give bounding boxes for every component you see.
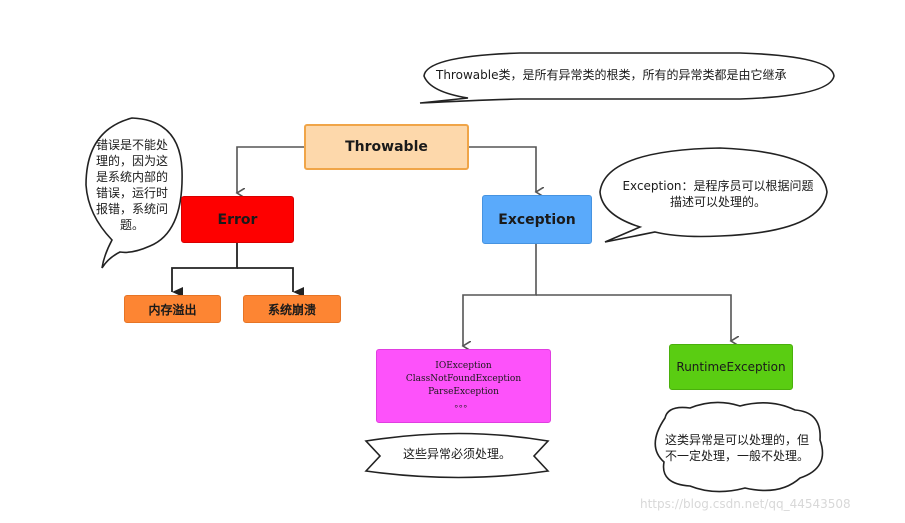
checked-exception-item: ClassNotFoundException — [405, 374, 522, 384]
connector-throwable-error — [237, 146, 304, 193]
connector-error-leaves — [171, 243, 304, 297]
runtime-note-line: 这类异常是可以处理的，但 — [664, 433, 809, 447]
watermark: https://blog.csdn.net/qq_44543508 — [640, 497, 851, 511]
node-error-label: Error — [217, 211, 258, 228]
runtime-note-text: 这类异常是可以处理的，但 不一定处理，一般不处理。 — [656, 432, 818, 464]
node-runtime-exception: RuntimeException — [669, 344, 793, 390]
bubble-exception-note — [599, 147, 828, 243]
node-system-crash-label: 系统崩溃 — [267, 302, 316, 317]
connector-throwable-exception — [469, 146, 536, 192]
node-throwable: Throwable — [304, 124, 469, 170]
error-note-line: 报错，系统问 — [95, 202, 168, 216]
node-out-of-memory: 内存溢出 — [124, 295, 221, 323]
node-out-of-memory-label: 内存溢出 — [148, 302, 197, 317]
error-note-line: 是系统内部的 — [95, 170, 168, 184]
node-exception-label: Exception — [498, 211, 576, 228]
node-system-crash: 系统崩溃 — [243, 295, 341, 323]
throwable-note-text: Throwable类，是所有异常类的根类，所有的异常类都是由它继承 — [436, 68, 787, 82]
node-runtime-exception-label: RuntimeException — [676, 360, 786, 374]
bubble-runtime-note — [654, 401, 824, 493]
bubble-throwable-note — [419, 52, 835, 104]
node-error: Error — [181, 196, 294, 243]
runtime-note-line: 不一定处理，一般不处理。 — [664, 449, 809, 463]
checked-exception-ellipsis: 。。。 — [454, 400, 473, 410]
error-note-line: 错误是不能处 — [95, 138, 168, 152]
connector-exception-leaves — [463, 244, 731, 346]
bubble-error-note — [85, 117, 183, 269]
node-checked-exceptions: IOException ClassNotFoundException Parse… — [376, 349, 551, 423]
bubble-checked-note — [364, 432, 550, 479]
error-note-line: 理的，因为这 — [95, 154, 168, 168]
exception-note-line: Exception：是程序员可以根据问题 — [622, 179, 814, 193]
checked-exception-item: ParseException — [428, 387, 499, 397]
checked-note-text: 这些异常必须处理。 — [402, 447, 511, 461]
error-note-line: 题。 — [119, 218, 144, 232]
exception-note-text: Exception：是程序员可以根据问题 描述可以处理的。 — [612, 178, 824, 210]
error-note-text: 错误是不能处 理的，因为这 是系统内部的 错误，运行时 报错，系统问 题。 — [90, 137, 174, 233]
node-throwable-label: Throwable — [345, 139, 428, 155]
node-exception: Exception — [482, 195, 592, 244]
checked-exception-item: IOException — [435, 361, 492, 371]
exception-note-line: 描述可以处理的。 — [669, 195, 766, 209]
error-note-line: 错误，运行时 — [95, 186, 168, 200]
